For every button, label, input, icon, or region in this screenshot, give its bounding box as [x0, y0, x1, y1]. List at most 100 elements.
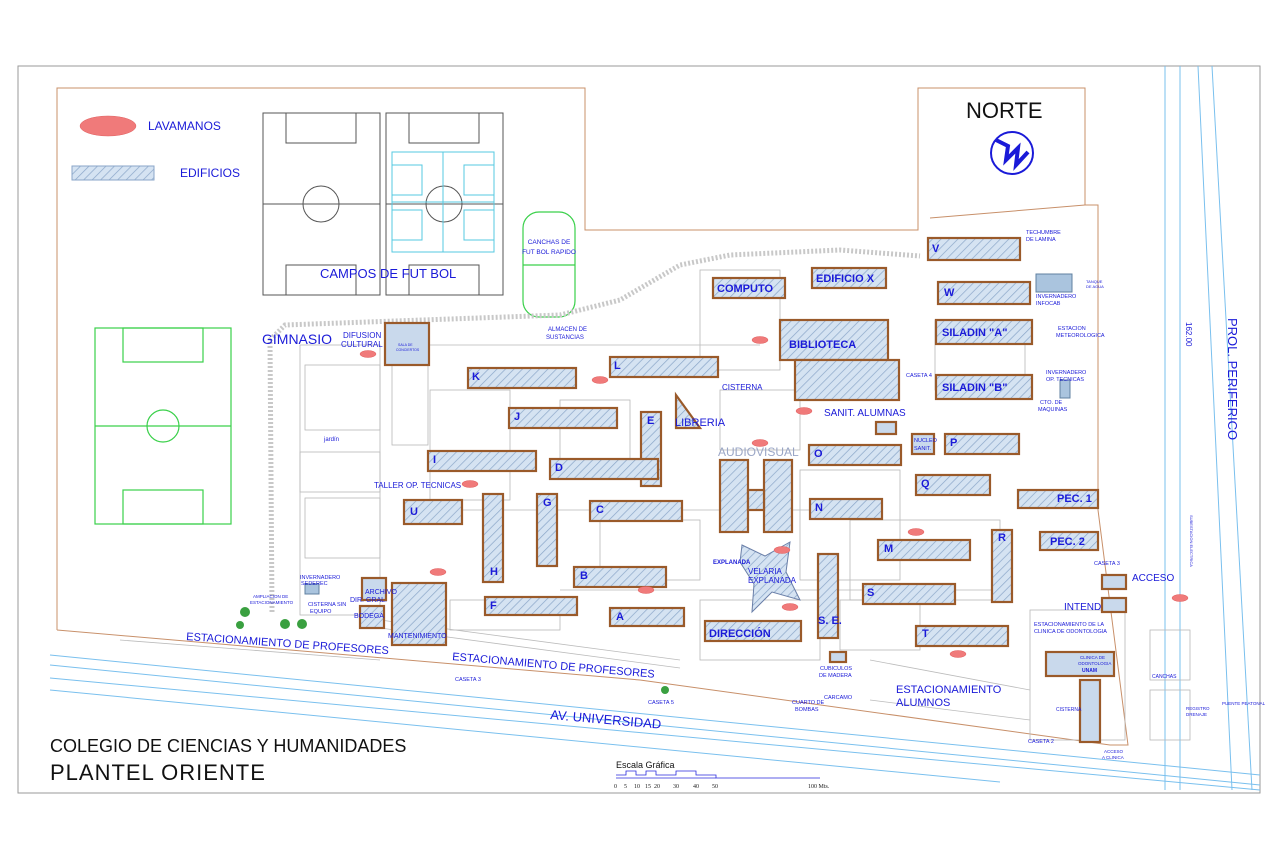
label-invernadero-op: INVERNADERO — [1046, 370, 1087, 376]
building-l[interactable] — [608, 355, 720, 379]
building-bodega[interactable] — [358, 604, 386, 630]
building-g[interactable] — [535, 492, 559, 568]
building-s[interactable] — [861, 582, 957, 606]
perimeter-hedge — [267, 247, 921, 613]
building-audiovisual-right[interactable] — [762, 458, 794, 534]
building-q[interactable] — [914, 473, 992, 497]
buildings-layer — [358, 236, 1128, 744]
building-gimnasio-stage[interactable] — [383, 321, 431, 367]
building-f[interactable] — [483, 595, 579, 617]
building-mantenimiento[interactable] — [390, 581, 448, 647]
building-j[interactable] — [507, 406, 619, 430]
building-n[interactable] — [808, 497, 884, 521]
label-pec2: PEC. 2 — [1050, 536, 1085, 548]
label-archivo-2: DIR. GRAL. — [350, 597, 387, 604]
building-direccion[interactable] — [703, 619, 803, 643]
building-k[interactable] — [466, 366, 578, 390]
label-w: W — [944, 287, 955, 299]
building-acceso[interactable] — [1100, 573, 1128, 591]
invernadero-sederec[interactable] — [304, 583, 320, 595]
building-pec2[interactable] — [1038, 530, 1100, 552]
building-v[interactable] — [926, 236, 1022, 262]
building-siladin-a[interactable] — [934, 318, 1034, 346]
building-sanit-alumnas[interactable] — [874, 420, 898, 436]
scale-ticks: 0 5 10 15 20 30 40 50 100 Mts. — [614, 784, 830, 790]
label-u: U — [410, 506, 418, 518]
label-ampliacion-2: ESTACIONAMIENTO — [250, 600, 294, 605]
label-s: S — [867, 587, 874, 599]
building-clinica-tower[interactable] — [1078, 678, 1102, 744]
building-h[interactable] — [481, 492, 505, 584]
svg-text:0: 0 — [614, 784, 617, 790]
building-libreria[interactable] — [674, 391, 703, 430]
building-d[interactable] — [548, 457, 660, 481]
building-p[interactable] — [943, 432, 1021, 456]
building-nucleo[interactable] — [910, 432, 936, 456]
label-caseta3-bottom: CASETA 3 — [455, 677, 481, 683]
building-pec1[interactable] — [1016, 488, 1100, 510]
label-acceso-clinica-2: A CLINICA — [1102, 755, 1124, 760]
label-q: Q — [921, 478, 930, 490]
building-r[interactable] — [990, 528, 1014, 604]
building-u[interactable] — [402, 498, 464, 526]
label-k: K — [472, 371, 480, 383]
label-puente: PUENTE PEATONAL — [1222, 701, 1266, 706]
label-cto-maquinas-2: MAQUINAS — [1038, 407, 1068, 413]
building-b[interactable] — [572, 565, 668, 589]
building-clinica[interactable] — [1044, 650, 1116, 678]
label-mantenimiento: MANTENIMIENTO — [388, 633, 447, 640]
building-t[interactable] — [914, 624, 1010, 648]
label-difusion: DIFUSION — [343, 331, 381, 340]
building-cubiculos[interactable] — [828, 650, 848, 664]
label-invernadero-sederec: INVERNADERO — [300, 575, 341, 581]
building-intend[interactable] — [1100, 596, 1128, 614]
futbol-fields-label: CAMPOS DE FUT BOL — [320, 266, 456, 281]
invernadero-infocab[interactable] — [1035, 273, 1073, 293]
label-caseta2: CASETA 2 — [1028, 739, 1054, 745]
label-caseta3-right: CASETA 3 — [1094, 561, 1120, 567]
building-w[interactable] — [936, 280, 1032, 306]
label-d: D — [555, 462, 563, 474]
building-c[interactable] — [588, 499, 684, 523]
building-audiovisual-mid[interactable] — [746, 488, 766, 512]
label-est-clinica-2: CLINICA DE ODONTOLOGIA — [1034, 629, 1107, 635]
label-difusion-2: CULTURAL — [341, 340, 383, 349]
label-almacen: ALMACEN DE — [548, 327, 587, 333]
label-sanit-alumnas: SANIT. ALUMNAS — [824, 408, 906, 419]
building-a[interactable] — [608, 606, 686, 628]
periferico-road — [1164, 65, 1253, 791]
label-invernadero-sederec-2: SEDEREC — [301, 581, 328, 587]
label-estac-alumnos-2: ALUMNOS — [896, 697, 950, 709]
building-o[interactable] — [807, 443, 903, 467]
building-m[interactable] — [876, 538, 972, 562]
label-cisterna: CISTERNA — [722, 383, 763, 392]
label-e: E — [647, 415, 654, 427]
building-archivo[interactable] — [360, 576, 388, 602]
label-registro-2: DRENAJE — [1186, 712, 1207, 717]
label-clinica-3: UNAM — [1082, 668, 1097, 674]
title-line-2: PLANTEL ORIENTE — [50, 760, 266, 785]
svg-text:30: 30 — [673, 784, 679, 790]
invernadero-op-tecnicas[interactable] — [1059, 379, 1071, 399]
building-edificio-x[interactable] — [810, 266, 888, 290]
property-boundary — [56, 87, 1129, 746]
label-v: V — [932, 243, 940, 255]
label-libreria: LIBRERIA — [675, 417, 726, 429]
futbol-rapido-field — [522, 211, 576, 318]
legend-edificios-swatch — [71, 165, 155, 181]
building-i[interactable] — [426, 449, 538, 473]
label-estac-prof-2: ESTACIONAMIENTO DE PROFESORES — [452, 651, 655, 681]
building-biblioteca-annex[interactable] — [793, 358, 901, 402]
futbol-rapido-label: CANCHAS DE — [528, 239, 571, 246]
building-siladin-b[interactable] — [934, 373, 1034, 401]
building-se[interactable] — [816, 552, 840, 640]
label-cisterna-2: CISTERNA — [1056, 707, 1082, 713]
label-archivo: ARCHIVO — [365, 589, 397, 596]
label-nucleo-2: SANIT. — [914, 446, 932, 452]
label-b: B — [580, 570, 588, 582]
label-pec1: PEC. 1 — [1057, 493, 1092, 505]
building-audiovisual-left[interactable] — [718, 458, 750, 534]
building-computo[interactable] — [711, 276, 787, 300]
label-jardin: jardín — [323, 437, 339, 443]
label-taller: TALLER OP. TECNICAS — [374, 481, 461, 490]
